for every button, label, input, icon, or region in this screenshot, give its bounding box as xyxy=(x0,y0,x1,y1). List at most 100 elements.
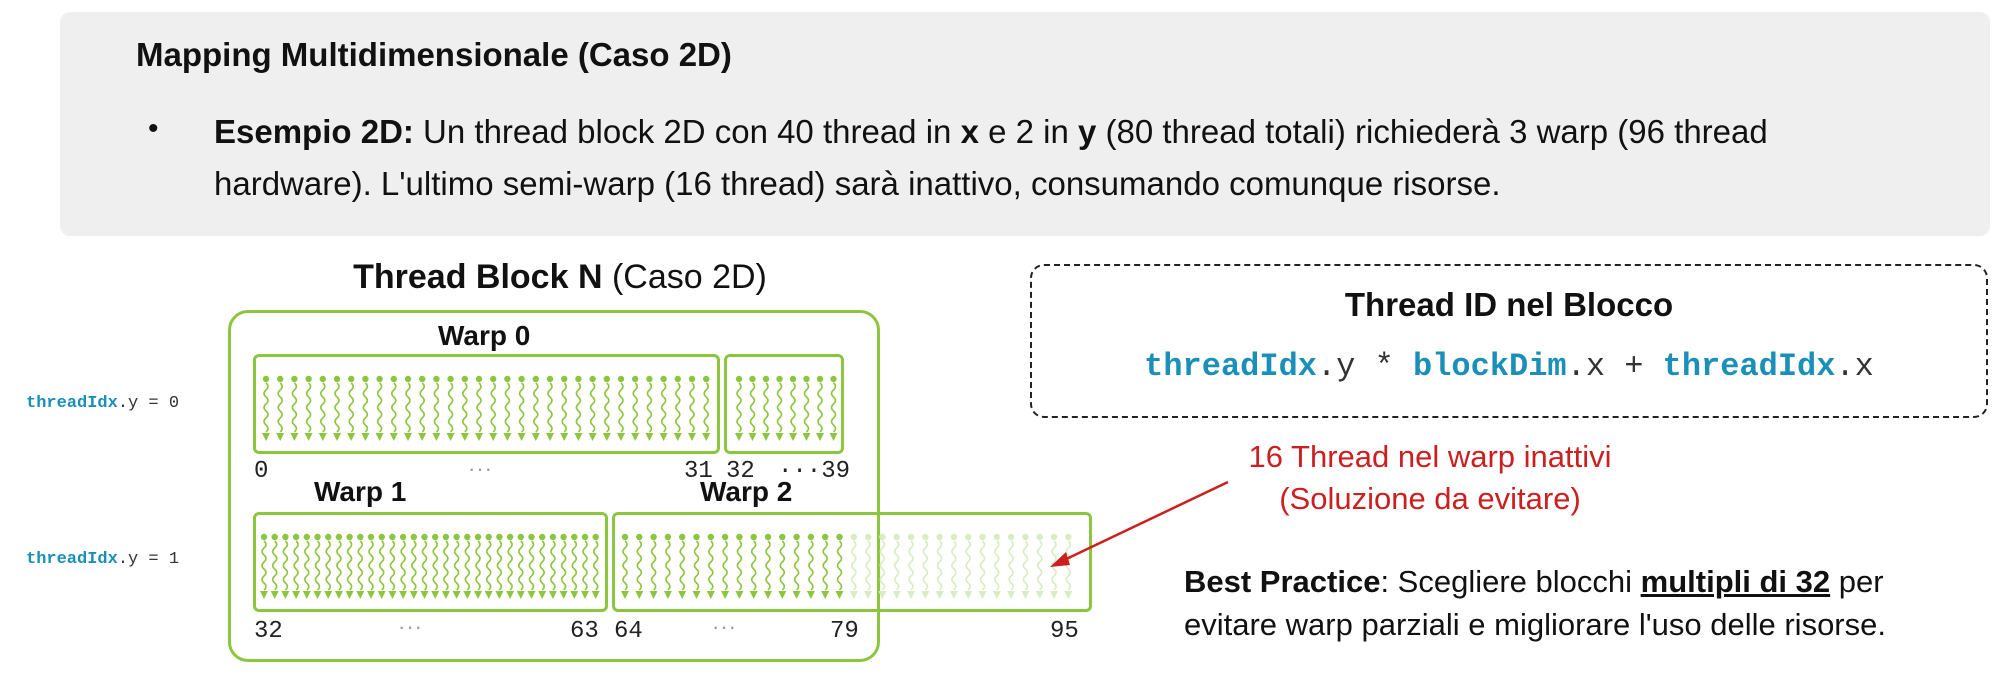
active-thread xyxy=(548,533,557,599)
thread-id-title: Thread ID nel Blocco xyxy=(1344,286,1674,323)
index-32-row1: 32 xyxy=(254,618,283,645)
warp-1-label: Warp 1 xyxy=(314,476,407,507)
active-thread xyxy=(678,533,687,599)
inactive-thread xyxy=(921,533,930,599)
formula-var-1: threadIdx xyxy=(1144,348,1317,385)
active-thread xyxy=(591,533,600,599)
ellipsis-r1-w2: ··· xyxy=(712,614,737,639)
active-thread xyxy=(721,533,730,599)
active-thread xyxy=(802,375,811,441)
inactive-thread xyxy=(878,533,887,599)
active-thread xyxy=(835,533,844,599)
active-thread xyxy=(559,533,568,599)
ellipsis-r0: ··· xyxy=(468,456,493,481)
inactive-thread xyxy=(864,533,873,599)
index-79: 79 xyxy=(830,618,859,645)
best-practice-note: Best Practice: Scegliere blocchi multipl… xyxy=(1184,560,1984,646)
bullet-marker: • xyxy=(148,112,159,145)
inactive-annotation-line2: (Soluzione da evitare) xyxy=(1279,481,1581,516)
active-thread xyxy=(495,533,504,599)
active-thread xyxy=(409,533,418,599)
bullet-lead: Esempio 2D: xyxy=(214,113,414,150)
active-thread xyxy=(281,533,290,599)
inactive-annotation-line1: 16 Thread nel warp inattivi xyxy=(1248,439,1612,474)
best-practice-emphasis: multipli di 32 xyxy=(1640,564,1831,599)
active-thread xyxy=(276,375,285,441)
active-thread xyxy=(764,533,772,599)
warp-2-row1-threads xyxy=(621,533,1073,599)
active-thread xyxy=(692,533,701,599)
inactive-thread xyxy=(1064,533,1073,599)
bullet-x: x xyxy=(960,113,979,150)
inactive-thread xyxy=(1021,533,1030,599)
active-thread xyxy=(748,375,757,441)
inactive-thread xyxy=(849,533,858,599)
bullet-text-2: e 2 in xyxy=(978,113,1078,150)
active-thread xyxy=(816,375,824,441)
active-thread xyxy=(367,533,375,599)
bullet-y: y xyxy=(1078,113,1097,150)
inactive-thread xyxy=(992,533,1001,599)
active-thread xyxy=(778,533,787,599)
active-thread xyxy=(489,375,498,441)
active-thread xyxy=(452,533,461,599)
active-thread xyxy=(588,375,597,441)
index-0: 0 xyxy=(254,458,269,485)
warp-0-row0-box xyxy=(253,354,720,454)
active-thread xyxy=(829,375,838,441)
active-thread xyxy=(334,533,343,599)
active-thread xyxy=(570,533,579,599)
ellipsis-r1: ··· xyxy=(398,614,423,639)
active-thread xyxy=(304,375,313,441)
index-63: 63 xyxy=(570,618,599,645)
active-thread xyxy=(404,375,412,441)
index-32-row0: 32 xyxy=(726,458,755,485)
best-practice-text-2: per evitare warp parziali e migliorare l… xyxy=(1184,564,1886,642)
warp-2-row1-box xyxy=(612,512,1092,612)
active-thread xyxy=(302,533,311,599)
active-thread xyxy=(635,533,644,599)
active-thread xyxy=(420,533,429,599)
formula-op-2: .x + xyxy=(1566,348,1663,385)
index-95: 95 xyxy=(1050,618,1079,645)
active-thread xyxy=(432,375,441,441)
explanation-panel xyxy=(60,12,1990,236)
thread-id-formula: threadIdx.y * blockDim.x + threadIdx.x xyxy=(1032,348,1986,385)
active-thread xyxy=(581,533,589,599)
formula-var-3: threadIdx xyxy=(1662,348,1836,385)
bullet-text-1: Un thread block 2D con 40 thread in xyxy=(413,113,961,150)
active-thread xyxy=(260,533,268,599)
active-thread xyxy=(484,533,493,599)
row-label-y1-rest: .y = 1 xyxy=(117,550,180,569)
row-label-y0: threadIdx.y = 0 xyxy=(26,394,179,413)
active-thread xyxy=(673,375,682,441)
active-thread xyxy=(389,375,398,441)
row-label-y1-var: threadIdx xyxy=(26,550,118,569)
active-thread xyxy=(789,375,797,441)
warp-2-row0-box xyxy=(724,354,844,454)
active-thread xyxy=(749,533,758,599)
warp-1-box xyxy=(253,512,608,612)
active-thread xyxy=(631,375,640,441)
inactive-annotation: 16 Thread nel warp inattivi (Soluzione d… xyxy=(1200,436,1660,520)
inactive-thread xyxy=(1007,533,1016,599)
active-thread xyxy=(506,533,515,599)
inactive-thread xyxy=(907,533,915,599)
row-label-y0-rest: .y = 0 xyxy=(117,394,180,413)
active-thread xyxy=(516,533,525,599)
row-label-y1: threadIdx.y = 1 xyxy=(26,550,179,569)
warp-2-label: Warp 2 xyxy=(700,476,793,507)
active-thread xyxy=(388,533,397,599)
inactive-thread xyxy=(978,533,987,599)
active-thread xyxy=(460,375,469,441)
inactive-thread xyxy=(892,533,901,599)
thread-block-title: Thread Block N (Caso 2D) xyxy=(260,258,860,297)
thread-id-box: Thread ID nel Blocco threadIdx.y * block… xyxy=(1030,264,1988,418)
inactive-thread xyxy=(1035,533,1044,599)
active-thread xyxy=(659,375,668,441)
active-thread xyxy=(418,375,427,441)
thread-block-title-rest: (Caso 2D) xyxy=(602,258,767,296)
active-thread xyxy=(806,533,815,599)
active-thread xyxy=(441,533,450,599)
active-thread xyxy=(377,533,386,599)
